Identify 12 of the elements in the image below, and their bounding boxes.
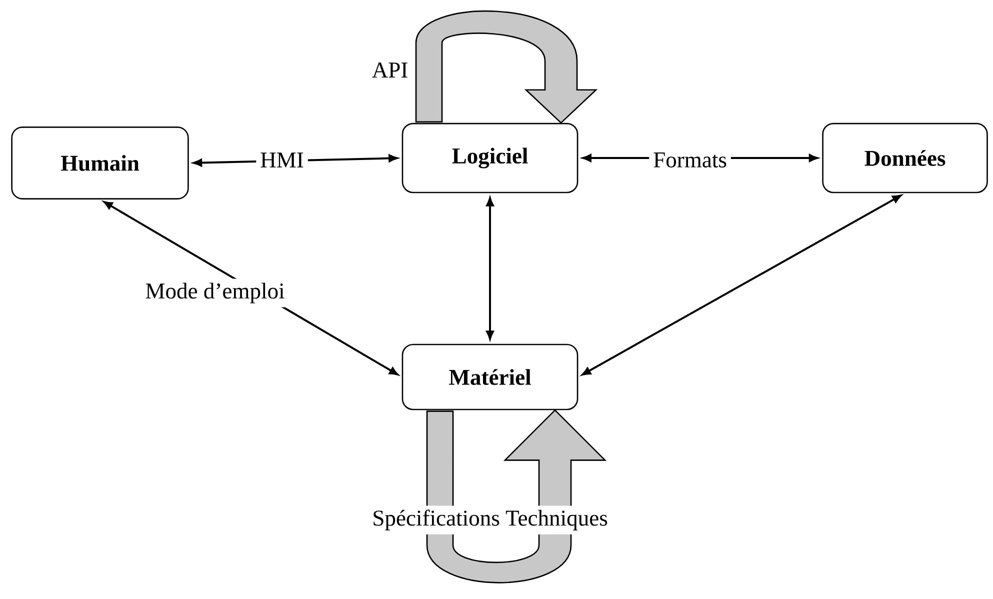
edge-label: API	[368, 58, 412, 82]
box: Matériel	[402, 344, 578, 410]
edge-label: Mode d’emploi	[141, 278, 289, 308]
arrow	[486, 197, 494, 340]
edge-label: HMI	[256, 148, 308, 172]
loop-arrow	[415, 10, 597, 124]
edge-label: Spécifications Techniques	[368, 506, 612, 534]
box: Humain	[11, 126, 189, 200]
box: Logiciel	[402, 122, 578, 194]
box: Données	[822, 122, 988, 194]
edge-label: Formats	[649, 148, 731, 172]
arrow	[582, 194, 902, 376]
